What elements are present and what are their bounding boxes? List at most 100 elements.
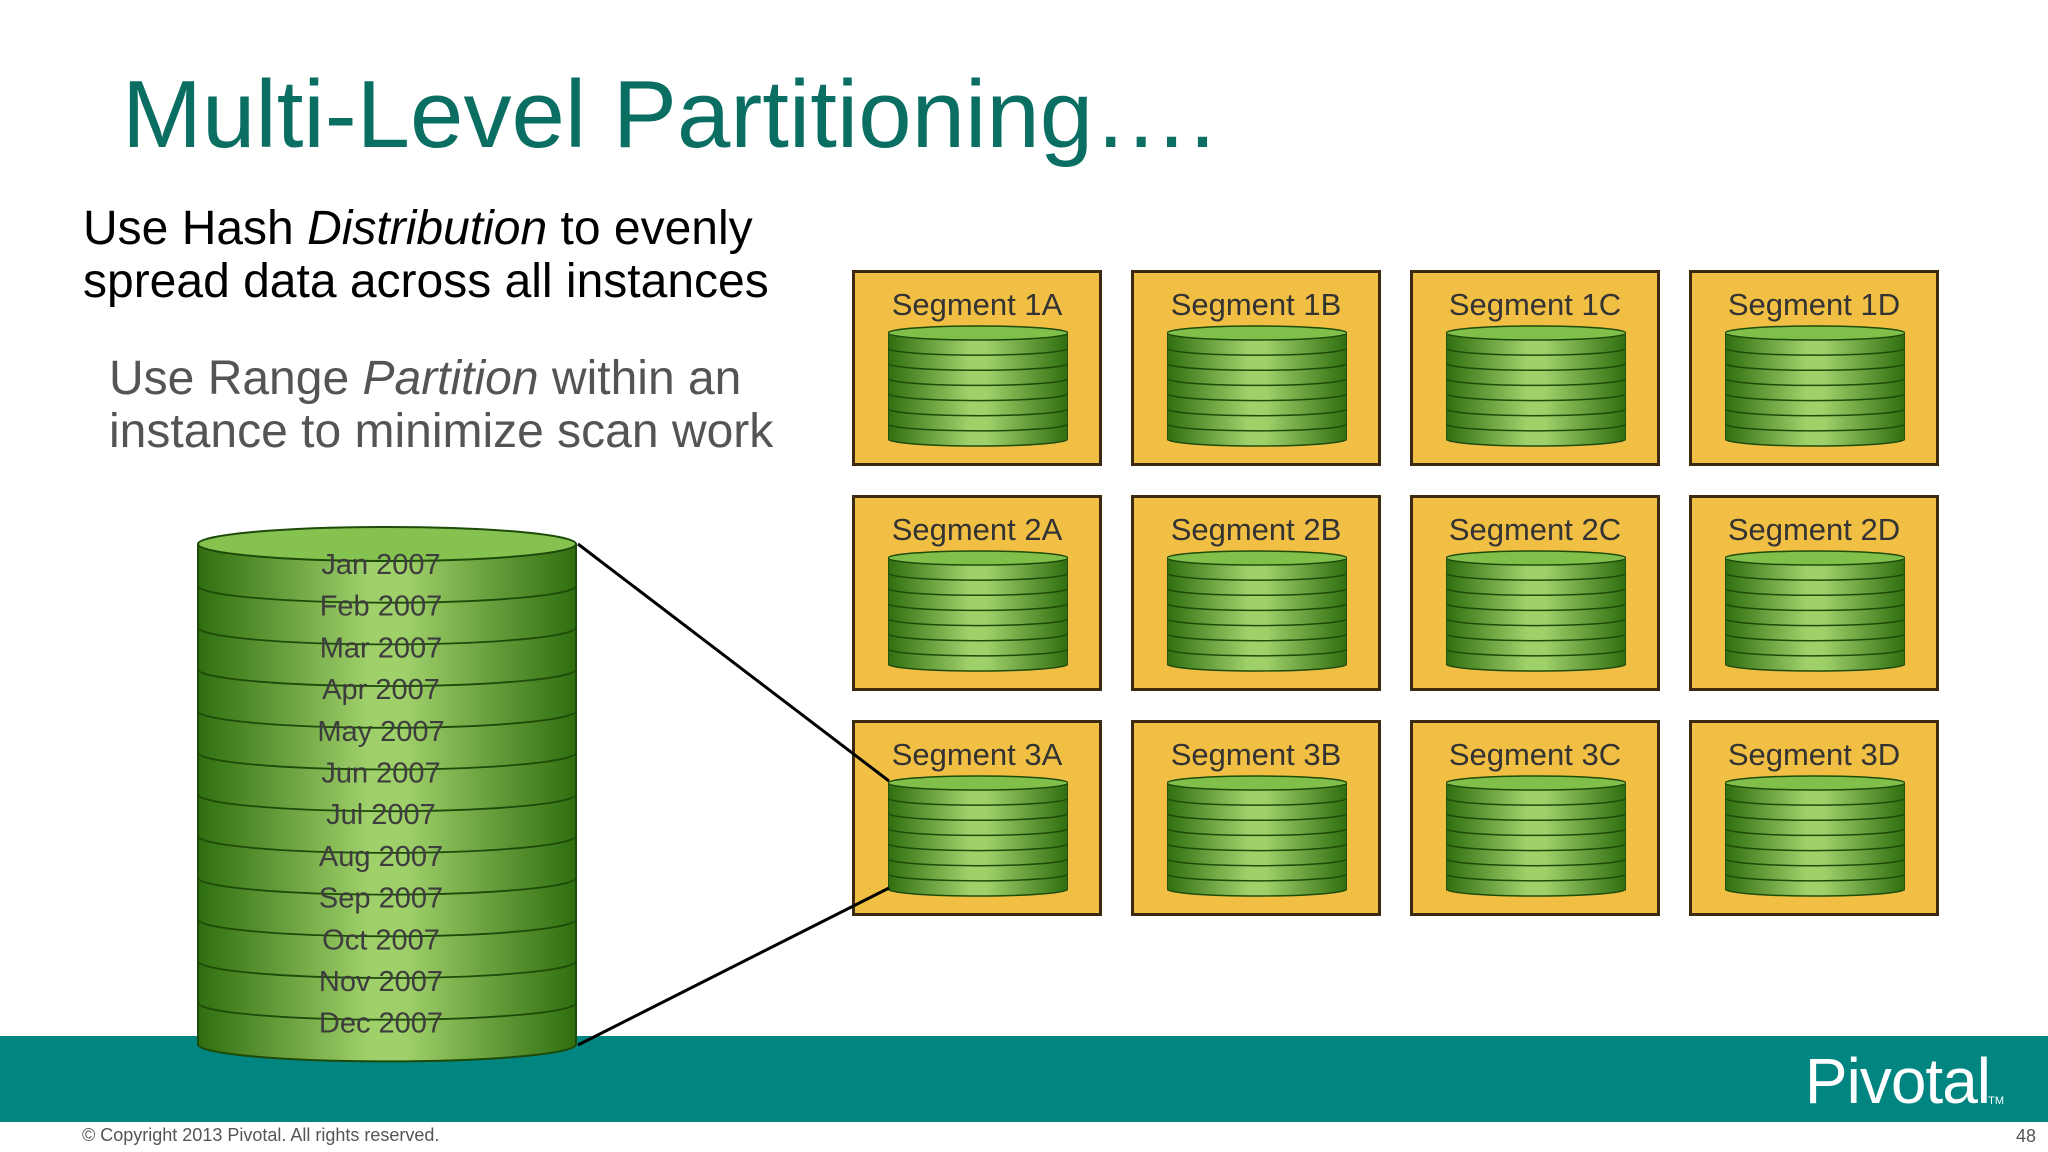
segment-cylinder-ring (1725, 393, 1905, 402)
segment-cylinder-ring (1167, 618, 1347, 627)
segment-cylinder-ring (888, 873, 1068, 882)
page-number: 48 (2015, 1126, 2036, 1146)
partition-label: Feb 2007 (320, 591, 443, 623)
segment-cylinder-ring (1446, 648, 1626, 657)
segment-cylinder-ring (1725, 633, 1905, 642)
segment-cylinder-ring (1167, 572, 1347, 581)
segment-cylinder-ring (1446, 408, 1626, 417)
segment-cylinder-ring (888, 378, 1068, 387)
segment-cylinder-ring (1725, 648, 1905, 657)
segment-cylinder-body (1725, 782, 1905, 897)
partition-ring (197, 835, 577, 854)
segment-cylinder-ring (888, 843, 1068, 852)
segment-box: Segment 2D (1689, 495, 1939, 691)
segment-cylinder-top (1167, 550, 1347, 566)
segment-cylinder-ring (1725, 423, 1905, 432)
partition-label: Oct 2007 (322, 924, 440, 956)
partition-ring (197, 710, 577, 729)
segment-cylinder-body (1725, 332, 1905, 447)
bullet-hash-text-post: to evenly (547, 202, 753, 255)
segment-cylinder-ring (1446, 347, 1626, 356)
segment-cylinder-icon (1446, 325, 1626, 447)
segment-label: Segment 2A (891, 512, 1063, 547)
segment-cylinder-ring (888, 858, 1068, 867)
segment-box: Segment 1B (1131, 270, 1381, 466)
segment-cylinder-ring (1446, 797, 1626, 806)
segment-cylinder-ring (1446, 423, 1626, 432)
segment-cylinder-ring (1725, 797, 1905, 806)
segment-cylinder-ring (888, 423, 1068, 432)
segment-cylinder-ring (1725, 843, 1905, 852)
segment-cylinder-ring (888, 618, 1068, 627)
segment-cylinder-body (888, 557, 1068, 672)
partition-label: May 2007 (317, 716, 444, 748)
segment-box: Segment 1C (1410, 270, 1660, 466)
segment-cylinder-icon (1725, 775, 1905, 897)
segment-cylinder-icon (1167, 775, 1347, 897)
segment-cylinder-ring (1446, 603, 1626, 612)
segment-cylinder-ring (1725, 587, 1905, 597)
bullet-hash-text-em: Distribution (307, 202, 548, 255)
slide-title: Multi-Level Partitioning…. (122, 61, 1216, 168)
segment-cylinder-ring (1725, 603, 1905, 612)
segment-cylinder-ring (1446, 828, 1626, 837)
partitioned-cylinder-top (197, 526, 577, 562)
segment-cylinder-ring (1167, 362, 1347, 372)
segment-cylinder-ring (888, 362, 1068, 372)
segment-cylinder-ring (1446, 362, 1626, 372)
partition-ring (197, 960, 577, 979)
segment-cylinder-body (1446, 557, 1626, 672)
segment-cylinder-ring (888, 572, 1068, 581)
segment-cylinder-icon (888, 325, 1068, 447)
segment-label: Segment 1A (891, 287, 1063, 322)
segment-cylinder-ring (1167, 858, 1347, 867)
segment-box: Segment 2A (852, 495, 1102, 691)
segment-cylinder-ring (1446, 587, 1626, 597)
segment-cylinder-ring (1725, 618, 1905, 627)
segment-cylinder-top (1725, 550, 1905, 566)
segment-box: Segment 3D (1689, 720, 1939, 916)
segment-cylinder-ring (888, 393, 1068, 402)
segment-cylinder-ring (1725, 362, 1905, 372)
segment-cylinder-icon (1446, 775, 1626, 897)
segment-cylinder-ring (1167, 648, 1347, 657)
segment-cylinder-ring (1167, 603, 1347, 612)
partition-label: Nov 2007 (319, 966, 443, 998)
segment-cylinder-ring (1725, 812, 1905, 822)
segment-cylinder-icon (1725, 325, 1905, 447)
segment-label: Segment 2C (1448, 512, 1622, 547)
bullet-range-text-line2: instance to minimize scan work (109, 405, 774, 458)
segment-cylinder-ring (1167, 828, 1347, 837)
segment-cylinder-ring (1725, 378, 1905, 387)
segment-cylinder-icon (888, 550, 1068, 672)
partition-ring (197, 752, 577, 771)
segment-cylinder-top (1446, 325, 1626, 341)
segment-cylinder-ring (1167, 812, 1347, 822)
segment-label: Segment 3D (1727, 737, 1901, 772)
partition-ring (197, 793, 577, 813)
segment-cylinder-icon (1725, 550, 1905, 672)
segment-cylinder-ring (1446, 812, 1626, 822)
segment-cylinder-ring (1725, 572, 1905, 581)
segment-box: Segment 3B (1131, 720, 1381, 916)
segment-cylinder-ring (888, 603, 1068, 612)
segment-box: Segment 1A (852, 270, 1102, 466)
segment-cylinder-body (1446, 332, 1626, 447)
segment-cylinder-icon (1167, 325, 1347, 447)
segment-cylinder-ring (1725, 347, 1905, 356)
bullet-range-text-post: within an (538, 352, 742, 405)
partition-ring (197, 668, 577, 687)
segment-cylinder-ring (888, 828, 1068, 837)
segment-cylinder-ring (1167, 633, 1347, 642)
segment-cylinder-ring (1725, 828, 1905, 837)
partition-label: Dec 2007 (319, 1008, 443, 1040)
partition-label: Jul 2007 (326, 799, 436, 831)
bullet-range-partition: Use Range Partition within an instance t… (109, 352, 773, 458)
segment-cylinder-ring (1446, 858, 1626, 867)
segment-cylinder-ring (1725, 873, 1905, 882)
partition-label: Jan 2007 (321, 549, 440, 581)
segment-label: Segment 3C (1448, 737, 1622, 772)
segment-cylinder-body (1446, 782, 1626, 897)
